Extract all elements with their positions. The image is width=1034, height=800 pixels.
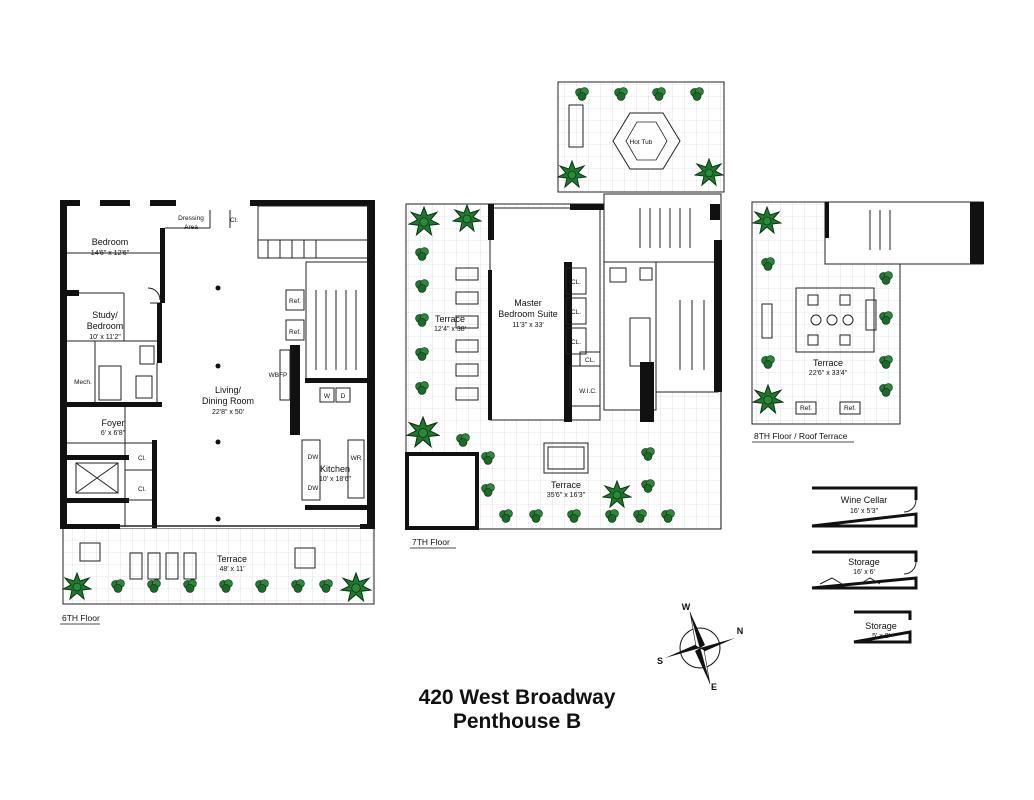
sixth-bedroom-dims: 14'6" x 12'6" (91, 250, 130, 257)
sixth-study-name-2: Bedroom (87, 321, 124, 331)
sixth-ref-a-label: Ref. (289, 298, 301, 305)
eighth-ref-b-label: Ref. (844, 405, 856, 412)
compass-east-label: E (711, 682, 717, 692)
sixth-foyer-dims: 6' x 6'8" (101, 430, 126, 437)
seventh-master-name-2: Bedroom Suite (498, 309, 558, 319)
compass-south-label: S (657, 656, 663, 666)
sixth-study-name-1: Study/ (92, 310, 118, 320)
seventh-hot-tub-label: Hot Tub (630, 139, 653, 146)
sixth-terrace-name: Terrace (217, 554, 247, 564)
storage-small-dims: 5' x 8' (872, 633, 890, 640)
seventh-cl1-label: CL. (571, 279, 581, 286)
wine-cellar-dims: 16' x 5'3" (850, 508, 879, 515)
seventh-terrace-south-dims: 35'6" x 16'3" (547, 492, 586, 499)
sixth-dw-a-label: DW (308, 454, 320, 461)
seventh-floor-label: 7TH Floor (412, 537, 450, 547)
seventh-terrace-west-name: Terrace (435, 314, 465, 324)
compass-rose-icon (665, 611, 735, 685)
sixth-dressing-label-1: Dressing (178, 215, 204, 222)
eighth-floor-plan (751, 201, 984, 425)
wine-cellar-name: Wine Cellar (841, 495, 888, 505)
sixth-study-dims: 10' x 11'2" (89, 334, 121, 341)
seventh-cl2-label: CL. (571, 309, 581, 316)
sixth-dryer-label: D (341, 393, 346, 400)
unit-title: Penthouse B (452, 710, 582, 733)
sixth-floor-plan (60, 200, 375, 605)
seventh-master-name-1: Master (514, 298, 542, 308)
sixth-kitchen-dims: 10' x 18'6" (319, 476, 352, 483)
property-title: 420 West Broadway (418, 686, 616, 709)
seventh-terrace-south-name: Terrace (551, 480, 581, 490)
seventh-cl3-label: CL. (571, 339, 581, 346)
sixth-dressing-label-2: Area (184, 224, 198, 231)
storage-small-plan (853, 610, 912, 644)
eighth-floor-label: 8TH Floor / Roof Terrace (754, 431, 848, 441)
seventh-master-dims: 11'3" x 33' (512, 322, 544, 329)
seventh-floor-plan (405, 81, 725, 530)
sixth-bedroom-name: Bedroom (92, 237, 129, 247)
storage-small-name: Storage (865, 621, 897, 631)
sixth-dw-b-label: DW (308, 485, 320, 492)
sixth-living-name-2: Dining Room (202, 396, 254, 406)
sixth-ref-b-label: Ref. (289, 329, 301, 336)
sixth-wbfp-label: WBFP (269, 372, 288, 379)
sixth-floor-label: 6TH Floor (62, 613, 100, 623)
compass-west-label: W (682, 602, 691, 612)
sixth-terrace-dims: 48' x 11' (219, 566, 244, 573)
storage-large-plan (811, 550, 918, 590)
seventh-cl4-label: CL. (585, 357, 595, 364)
eighth-ref-a-label: Ref. (800, 405, 812, 412)
sixth-kitchen-name: Kitchen (320, 464, 350, 474)
sixth-wr-label: WR (351, 455, 362, 462)
eighth-terrace-name: Terrace (813, 358, 843, 368)
sixth-closet-a-label: Cl. (138, 455, 146, 462)
seventh-terrace-west-dims: 12'4" x 38' (434, 326, 466, 333)
storage-large-dims: 16' x 6' (853, 569, 875, 576)
compass-north-label: N (737, 626, 744, 636)
wine-cellar-plan (811, 486, 918, 528)
sixth-mech-label: Mech. (74, 379, 92, 386)
sixth-living-dims: 22'8" x 50' (212, 409, 244, 416)
sixth-living-name-1: Living/ (215, 385, 242, 395)
sixth-washer-label: W (324, 393, 331, 400)
seventh-wic-label: W.I.C. (579, 388, 597, 395)
sixth-closet-top-label: Cl. (230, 217, 238, 224)
storage-large-name: Storage (848, 557, 880, 567)
sixth-closet-b-label: Cl. (138, 486, 146, 493)
eighth-terrace-dims: 22'6" x 33'4" (809, 370, 848, 377)
sixth-foyer-name: Foyer (101, 418, 124, 428)
